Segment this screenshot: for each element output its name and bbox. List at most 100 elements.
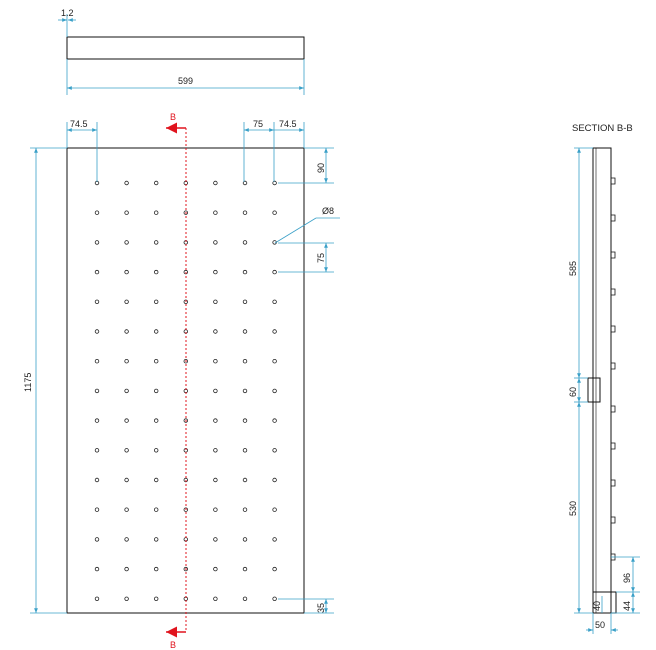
hole: [272, 537, 277, 542]
section-title: SECTION B-B: [572, 123, 633, 134]
section-middle-tab: [587, 377, 601, 403]
bottom-offset-dimension: 35: [316, 603, 326, 613]
section-bottom-dimension: 40: [592, 601, 602, 611]
hole: [153, 388, 159, 394]
peg-profile: [611, 177, 616, 185]
hole-diameter-callout: Ø8: [322, 206, 334, 216]
peg-profile: [611, 288, 616, 296]
hole: [124, 537, 129, 542]
hole: [272, 210, 277, 215]
peg-profile: [611, 516, 616, 524]
hole: [242, 537, 248, 542]
peg-profile: [611, 251, 616, 259]
section-peg-profiles: [611, 177, 616, 561]
hole: [153, 269, 159, 275]
height-dimension: 1175: [23, 373, 33, 392]
vertical-spacing-dimension: 75: [316, 253, 326, 263]
hole: [242, 448, 248, 453]
hole: [124, 329, 129, 334]
hole: [124, 240, 129, 245]
hole: [94, 448, 100, 453]
hole: [213, 240, 218, 245]
hole: [242, 269, 248, 275]
section-lower-dimension: 530: [568, 501, 578, 516]
section-tab-dimension-a: 96: [622, 573, 632, 583]
hole: [153, 299, 159, 304]
hole: [272, 269, 277, 275]
hole: [272, 329, 277, 334]
hole: [242, 477, 248, 483]
hole: [242, 210, 248, 215]
hole: [124, 388, 129, 394]
hole: [124, 596, 129, 601]
hole: [272, 180, 277, 186]
hole: [153, 329, 159, 334]
section-view: SECTION B-B 585 60 530 96 44 40 50: [568, 123, 640, 634]
hole: [124, 359, 129, 364]
hole: [213, 537, 218, 542]
hole: [153, 537, 159, 542]
hole: [242, 329, 248, 334]
hole: [242, 388, 248, 394]
hole: [272, 388, 277, 394]
section-marker-top: B: [170, 112, 176, 122]
peg-profile: [611, 362, 616, 370]
section-depth-dimension: 50: [595, 620, 605, 630]
hole: [124, 210, 129, 215]
hole: [153, 359, 159, 364]
hole: [124, 418, 129, 423]
hole: [94, 507, 100, 512]
hole: [242, 566, 248, 572]
hole: [153, 477, 159, 483]
peg-profile: [611, 479, 616, 487]
hole: [213, 299, 218, 304]
hole: [272, 448, 277, 453]
hole: [124, 299, 129, 304]
hole: [272, 566, 277, 572]
peg-profile: [611, 405, 616, 413]
hole: [153, 240, 159, 245]
hole: [213, 596, 218, 601]
section-upper-dimension: 585: [568, 261, 578, 276]
hole: [94, 596, 100, 601]
section-cut-line: B B: [166, 112, 187, 650]
hole: [213, 477, 218, 483]
hole: [213, 388, 218, 394]
hole: [242, 507, 248, 512]
width-dimension: 599: [178, 76, 193, 86]
hole: [153, 566, 159, 572]
hole: [94, 329, 100, 334]
hole: [242, 418, 248, 423]
peg-profile: [611, 442, 616, 450]
hole: [94, 269, 100, 275]
hole: [242, 596, 248, 601]
left-margin-dimension: 74.5: [70, 119, 88, 129]
top-offset-dimension: 90: [316, 163, 326, 173]
hole: [153, 210, 159, 215]
hole: [153, 596, 159, 601]
hole: [94, 240, 100, 245]
hole: [94, 418, 100, 423]
peg-profile: [611, 214, 616, 222]
hole: [124, 448, 129, 453]
hole: [94, 299, 100, 304]
hole: [242, 180, 248, 186]
hole-spacing-dimension: 75: [253, 119, 263, 129]
hole: [94, 388, 100, 394]
hole: [242, 359, 248, 364]
section-marker-bottom: B: [170, 640, 176, 650]
hole: [272, 596, 277, 601]
section-tab-dimension-b: 44: [622, 601, 632, 611]
hole: [213, 269, 218, 275]
top-view-outline: [66, 36, 305, 60]
front-view: 74.5 75 74.5 1175 90 75 35 Ø8: [23, 119, 340, 614]
hole-grid: [94, 180, 277, 601]
thickness-dimension: 1.2: [61, 8, 74, 18]
hole: [153, 418, 159, 423]
hole: [124, 507, 129, 512]
hole: [272, 477, 277, 483]
hole: [94, 359, 100, 364]
hole: [272, 418, 277, 423]
hole: [242, 240, 248, 245]
hole: [213, 359, 218, 364]
